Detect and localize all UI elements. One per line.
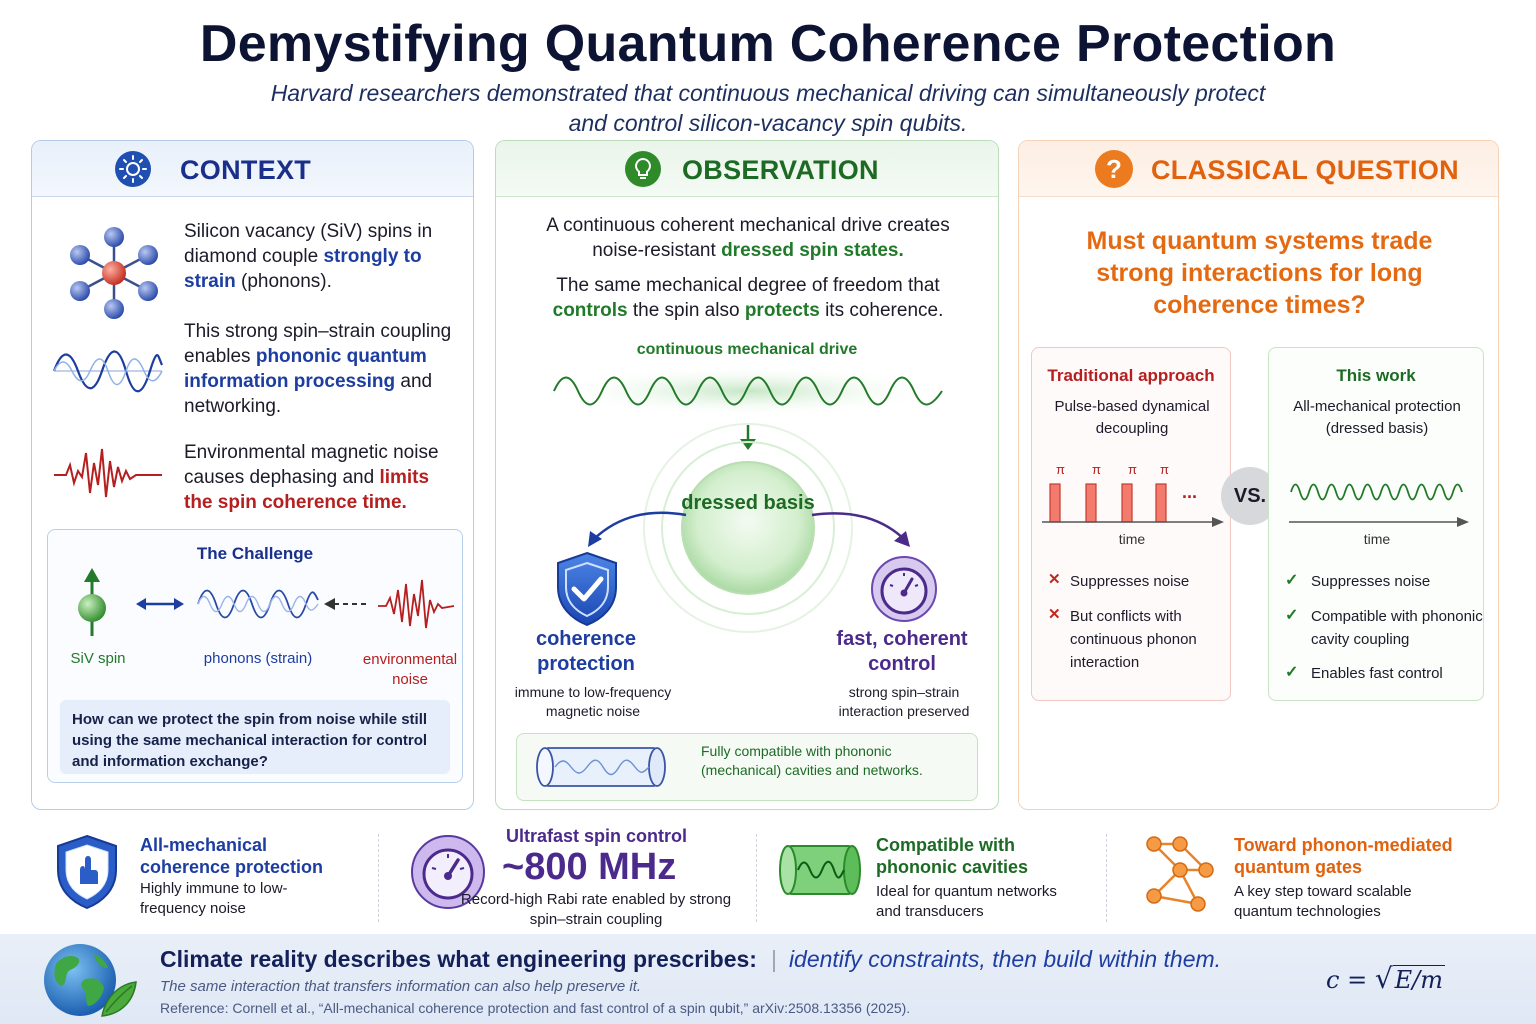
magnetic-noise-icon [54, 448, 162, 498]
feature-divider-2 [756, 834, 757, 922]
feature-divider-3 [1106, 834, 1107, 922]
challenge-question: How can we protect the spin from noise w… [60, 700, 450, 774]
feature-gates-desc: A key step toward scalable quantum techn… [1234, 883, 1412, 920]
question-title: CLASSICAL QUESTION [1151, 155, 1459, 185]
feature-speed-desc: Record-high Rabi rate enabled by strong … [460, 891, 732, 928]
green-cavity-icon [779, 845, 861, 895]
left-curved-arrow [588, 511, 687, 547]
this-work-title: This work [1336, 366, 1416, 385]
cross-icon-2: ✕ [1048, 606, 1061, 623]
feature-cavity-title: Compatible with phononic cavities [876, 835, 1029, 877]
context-panel: CONTEXT Silicon vacancy (SiV) spins in d… [31, 140, 474, 810]
check-icon-1: ✓ [1285, 572, 1299, 589]
this-work-desc: All-mechanical protection (dressed basis… [1293, 398, 1461, 437]
check-icon-2: ✓ [1285, 607, 1299, 624]
question-mark-icon: ? [1095, 150, 1133, 188]
sun-icon [115, 151, 151, 187]
environmental-noise-icon [378, 579, 455, 629]
traditional-desc: Pulse-based dynamical decoupling [1054, 398, 1210, 437]
footer-separator: | [770, 946, 777, 972]
earth-leaf-icon [44, 944, 137, 1017]
observation-panel: OBSERVATION A continuous coherent mechan… [495, 140, 999, 810]
feature-cavity-desc: Ideal for quantum networks and transduce… [876, 883, 1057, 920]
phononic-cavity-icon [536, 747, 666, 787]
lightbulb-icon [625, 151, 661, 187]
footer-reference: Reference: Cornell et al., “All-mechanic… [160, 1000, 911, 1016]
pulse-symbol-3: π [1128, 462, 1137, 477]
traditional-item-2: But conflicts with continuous phonon int… [1070, 608, 1197, 671]
pulse-ellipsis: ... [1182, 482, 1198, 502]
cavity-note-box: Fully compatible with phononic (mechanic… [516, 733, 978, 801]
observation-text-2: The same mechanical degree of freedom th… [552, 275, 944, 321]
phonon-label: phonons (strain) [203, 650, 313, 667]
noise-label: environmental noise [362, 651, 458, 688]
this-work-axis-label: time [1363, 531, 1391, 547]
phonon-wave-icon [52, 350, 163, 393]
pulse-symbol-1: π [1056, 462, 1065, 477]
phonon-strain-icon [197, 589, 319, 619]
shield-hand-icon [57, 834, 117, 910]
gauge-icon [871, 556, 937, 622]
feature-speed-value: ~800 MHz [502, 846, 677, 888]
formula: c = √E/m [1326, 962, 1446, 995]
mechanical-drive-wave [548, 365, 948, 417]
dressed-basis-orb [643, 423, 853, 633]
drive-label: continuous mechanical drive [636, 341, 858, 358]
double-arrow-icon [136, 598, 184, 610]
question-panel: ? CLASSICAL QUESTION Must quantum system… [1018, 140, 1499, 810]
spin-icon [78, 568, 106, 636]
this-work-item-2: Compatible with phononic cavity coupling [1311, 608, 1483, 648]
traditional-item-1: Suppresses noise [1070, 573, 1190, 590]
feature-strip: All-mechanical coherence protection High… [0, 822, 1536, 932]
shield-check-icon [557, 551, 617, 627]
footer-banner: Climate reality describes what engineeri… [0, 934, 1536, 1024]
footer-headline: Climate reality describes what engineeri… [160, 946, 1222, 972]
observation-header: OBSERVATION [496, 141, 998, 197]
feature-protection-title: All-mechanical coherence protection [140, 835, 324, 877]
fast-control-desc: strong spin–strain interaction preserved [838, 684, 970, 719]
this-work-card: This work All-mechanical protection (dre… [1268, 347, 1484, 701]
pulse-train-chart [1042, 483, 1224, 527]
right-curved-arrow [811, 512, 910, 547]
observation-title: OBSERVATION [682, 155, 879, 185]
sqrt-symbol: √ [1374, 962, 1393, 995]
this-work-item-3: Enables fast control [1311, 665, 1443, 682]
speedometer-icon [411, 835, 485, 909]
feature-divider-1 [378, 834, 379, 922]
feature-speed-title: Ultrafast spin control [506, 826, 688, 846]
challenge-box: The Challenge SiV spin phonons (strain) … [47, 529, 463, 783]
footer-line-2: The same interaction that transfers info… [160, 978, 642, 995]
page-subtitle: Harvard researchers demonstrated that co… [270, 80, 1266, 136]
spin-label: SiV spin [70, 650, 126, 667]
pulse-symbol-2: π [1092, 462, 1101, 477]
context-title: CONTEXT [180, 155, 312, 185]
question-headline: Must quantum systems trade strong intera… [1086, 227, 1433, 319]
context-text-1: Silicon vacancy (SiV) spins in diamond c… [184, 221, 433, 292]
context-text-3: Environmental magnetic noise causes deph… [184, 442, 439, 513]
traditional-axis-label: time [1118, 531, 1146, 547]
coherence-protection-desc: immune to low-frequency magnetic noise [514, 684, 672, 719]
context-text-2: This strong spin–strain coupling enables… [184, 321, 452, 417]
coherence-protection-title: coherence protection [535, 628, 637, 675]
feature-protection-desc: Highly immune to low-frequency noise [140, 880, 288, 917]
traditional-title: Traditional approach [1047, 366, 1215, 385]
cavity-note-text: Fully compatible with phononic (mechanic… [701, 743, 923, 778]
pulse-symbol-4: π [1160, 462, 1169, 477]
question-header: ? CLASSICAL QUESTION [1019, 141, 1498, 197]
cross-icon-1: ✕ [1048, 571, 1061, 588]
continuous-drive-chart [1289, 483, 1469, 527]
challenge-title: The Challenge [196, 544, 314, 563]
this-work-item-1: Suppresses noise [1311, 573, 1431, 590]
page-title: Demystifying Quantum Coherence Protectio… [199, 15, 1337, 73]
check-icon-3: ✓ [1285, 664, 1299, 681]
traditional-card: Traditional approach Pulse-based dynamic… [1031, 347, 1231, 701]
context-header: CONTEXT [32, 141, 473, 197]
fast-control-title: fast, coherent control [836, 628, 968, 675]
network-nodes-icon [1146, 836, 1214, 912]
observation-text-1: A continuous coherent mechanical drive c… [546, 215, 950, 261]
feature-gates-title: Toward phonon-mediated quantum gates [1234, 835, 1453, 877]
dashed-arrow-icon [324, 598, 370, 610]
dressed-basis-label: dressed basis [681, 492, 815, 514]
molecule-icon [70, 227, 158, 319]
